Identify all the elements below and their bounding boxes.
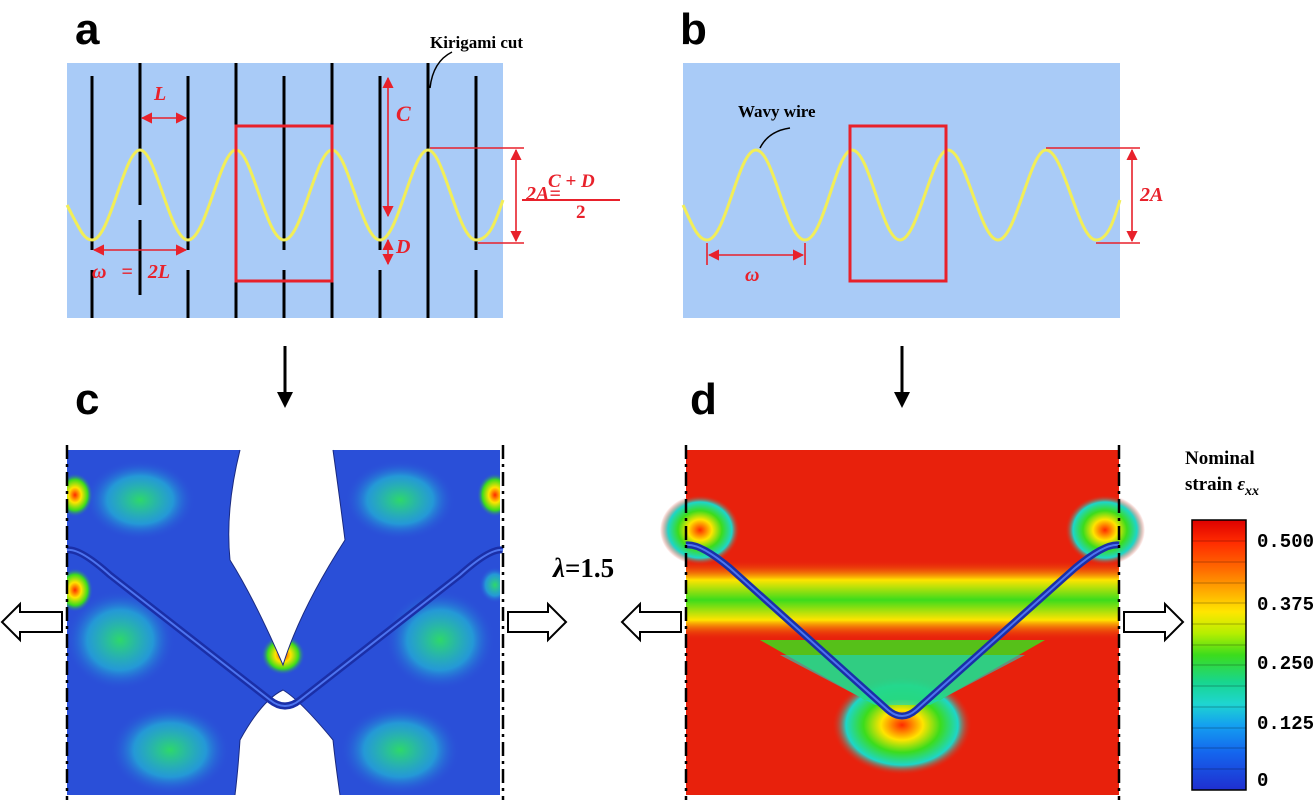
colorbar-title: Nominal strain εxx bbox=[1185, 446, 1259, 501]
panel-letter-c: c bbox=[75, 375, 100, 424]
stretch-ratio-label: λ=1.5 bbox=[553, 555, 614, 582]
unit-cell-box-a bbox=[234, 124, 334, 283]
label-C: C bbox=[396, 101, 411, 126]
colorbar-title-line2: strain bbox=[1185, 473, 1233, 495]
amp-denominator: 2 bbox=[576, 202, 586, 223]
down-arrows bbox=[277, 346, 910, 408]
label-D: D bbox=[396, 236, 411, 258]
kirigami-cut-label: Kirigami cut bbox=[430, 33, 524, 52]
epsilon-subscript: xx bbox=[1245, 483, 1260, 499]
equals-sign: = bbox=[121, 261, 133, 283]
epsilon-symbol: ε bbox=[1237, 473, 1246, 495]
wavy-wire-label: Wavy wire bbox=[738, 102, 816, 121]
omega-symbol: ω bbox=[92, 261, 107, 283]
amp-numerator: C + D bbox=[548, 171, 595, 192]
panel-d-simulation bbox=[620, 445, 1185, 800]
panel-letter-a: a bbox=[75, 5, 100, 54]
colorbar-tick-1: 0.375 bbox=[1257, 594, 1314, 616]
colorbar-tick-4: 0 bbox=[1257, 770, 1269, 792]
dimension-lines-b bbox=[706, 147, 1140, 265]
colorbar-tick-2: 0.250 bbox=[1257, 653, 1314, 675]
colorbar-title-line1: Nominal bbox=[1185, 448, 1255, 469]
lambda-value: =1.5 bbox=[564, 553, 615, 583]
amp-lhs: 2A= bbox=[526, 183, 561, 205]
colorbar bbox=[1191, 519, 1247, 791]
colorbar-tick-3: 0.125 bbox=[1257, 713, 1314, 735]
kirigami-leader bbox=[429, 51, 453, 89]
lambda-symbol: λ bbox=[553, 553, 565, 583]
amp-label-b: 2A bbox=[1140, 184, 1164, 206]
omega-label-b: ω bbox=[745, 264, 760, 286]
substrate-b bbox=[683, 63, 1120, 318]
omega-2L-label: ω = 2L bbox=[92, 262, 170, 282]
panel-a-diagram bbox=[65, 51, 620, 318]
label-L: L bbox=[154, 83, 167, 105]
unit-cell-box-b bbox=[848, 124, 948, 283]
two-L: 2L bbox=[147, 261, 171, 283]
wavy-wire-a bbox=[65, 148, 505, 242]
panel-b-diagram bbox=[681, 63, 1140, 318]
panel-c-simulation bbox=[0, 445, 568, 800]
panel-letter-b: b bbox=[680, 5, 707, 54]
colorbar-tick-0: 0.500 bbox=[1257, 531, 1314, 553]
wavy-wire-b bbox=[681, 148, 1122, 242]
dimension-lines-a bbox=[92, 76, 524, 266]
panel-letter-d: d bbox=[690, 375, 717, 424]
wavy-leader bbox=[759, 127, 791, 149]
